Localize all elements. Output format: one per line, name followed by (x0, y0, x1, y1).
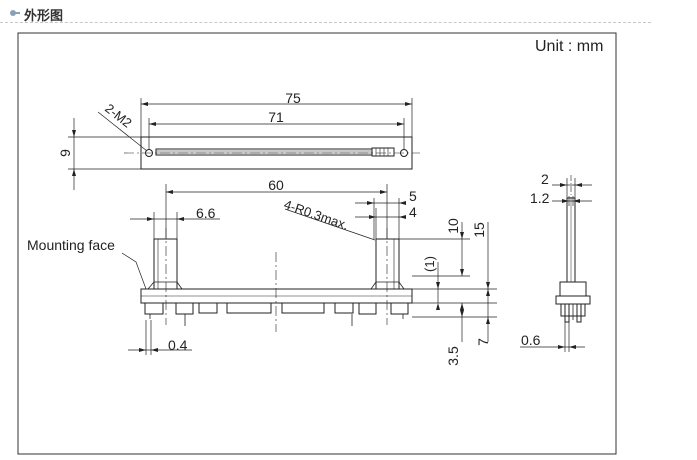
dim-3-5: 3.5 (445, 346, 461, 366)
dim-2m2: 2-M2 (102, 101, 135, 131)
dim-r03: 4-R0.3max. (282, 197, 350, 233)
mounting-face-label: Mounting face (27, 237, 115, 253)
dim-71: 71 (268, 109, 284, 125)
side-view (520, 175, 592, 352)
dim-6-6: 6.6 (196, 205, 216, 221)
dim-0-6: 0.6 (521, 332, 541, 348)
bullet-icon (10, 10, 20, 16)
dim-7: 7 (475, 338, 491, 346)
dim-1: (1) (422, 256, 437, 272)
dim-9: 9 (57, 149, 73, 157)
section-title: 外形图 (24, 9, 64, 24)
dim-1-2: 1.2 (530, 190, 550, 206)
dim-4: 4 (409, 204, 417, 220)
dim-10: 10 (445, 218, 461, 234)
dim-0-4: 0.4 (168, 337, 188, 353)
dim-60: 60 (268, 177, 284, 193)
dim-75: 75 (285, 90, 301, 106)
dim-2: 2 (541, 171, 549, 187)
section-header: 外形图 (0, 0, 697, 26)
top-view (68, 98, 420, 190)
front-view (121, 184, 497, 355)
dim-15: 15 (471, 222, 487, 238)
unit-label: Unit : mm (535, 38, 603, 55)
drawing-frame (17, 32, 617, 455)
header-divider (0, 22, 651, 24)
dim-5: 5 (409, 188, 417, 204)
